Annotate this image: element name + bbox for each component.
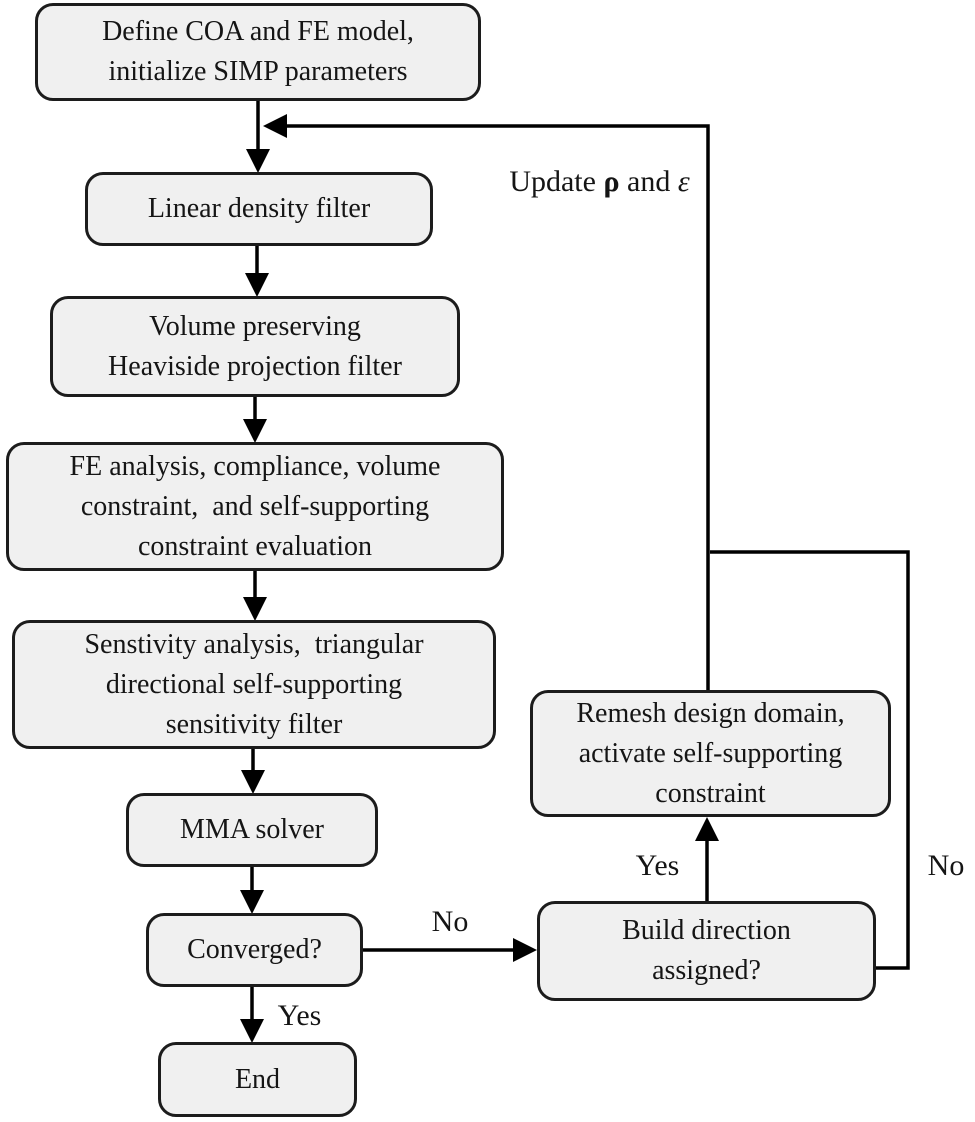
box-linear-density-filter: Linear density filter <box>85 172 433 246</box>
converged-yes-label: Yes <box>277 999 322 1032</box>
update-rho-epsilon-label: Update ρ and ε <box>462 134 707 230</box>
box-converged-decision: Converged? <box>146 913 363 987</box>
arrowhead-left-1 <box>263 114 287 138</box>
arrowhead-down-3 <box>243 419 267 443</box>
update-label-and: and <box>619 165 678 198</box>
arrowhead-down-7 <box>240 1019 264 1043</box>
box-end: End <box>158 1042 357 1117</box>
arrowhead-down-2 <box>245 273 269 297</box>
box-text-line: MMA solver <box>180 814 324 845</box>
converged-no-label: No <box>431 905 469 938</box>
box-text-line: activate self-supporting <box>578 737 843 769</box>
no-branch-line <box>710 550 910 970</box>
box-text-line: Converged? <box>187 934 322 965</box>
arrowhead-right-1 <box>513 938 537 962</box>
box-text-line: FE analysis, compliance, volume <box>69 450 441 482</box>
rho-symbol: ρ <box>603 165 620 198</box>
box-text-line: sensitivity filter <box>165 708 343 740</box>
box-text-line: assigned? <box>652 955 761 986</box>
build-yes-label: Yes <box>635 849 680 882</box>
feedback-loop-line <box>286 124 710 691</box>
box-text-line: constraint, and self-supporting <box>80 490 430 522</box>
epsilon-symbol: ε <box>677 165 690 198</box>
box-text-line: Linear density filter <box>147 193 371 224</box>
box-text-line: Remesh design domain, <box>576 697 845 729</box>
box-text-line: initialize SIMP parameters <box>108 56 408 87</box>
box-remesh-domain: Remesh design domain, activate self-supp… <box>530 690 891 817</box>
box-text-line: Senstivity analysis, triangular <box>84 628 424 660</box>
box-text-line: constraint evaluation <box>137 530 373 562</box>
arrowhead-down-4 <box>243 597 267 621</box>
box-build-direction-decision: Build direction assigned? <box>537 901 876 1001</box>
box-sensitivity-analysis: Senstivity analysis, triangular directio… <box>12 620 496 749</box>
box-fe-analysis: FE analysis, compliance, volume constrai… <box>6 442 504 571</box>
arrowhead-down-5 <box>241 770 265 794</box>
arrowhead-up-1 <box>695 817 719 841</box>
box-mma-solver: MMA solver <box>126 793 378 867</box>
update-label-prefix: Update <box>509 165 604 198</box>
box-text-line: Volume preserving <box>149 310 361 342</box>
box-text-line: constraint <box>655 777 766 809</box>
box-define-coa: Define COA and FE model, initialize SIMP… <box>35 3 481 101</box>
box-text-line: End <box>234 1063 281 1095</box>
box-text-line: Heaviside projection filter <box>108 350 402 382</box>
arrowhead-down-6 <box>240 890 264 914</box>
box-text-line: Define COA and FE model, <box>102 16 414 47</box>
box-text-line: directional self-supporting <box>105 668 403 700</box>
build-no-label: No <box>927 849 965 882</box>
box-text-line: Build direction <box>622 915 791 946</box>
arrowhead-down-1 <box>246 149 270 173</box>
box-heaviside-filter: Volume preserving Heaviside projection f… <box>50 296 460 397</box>
